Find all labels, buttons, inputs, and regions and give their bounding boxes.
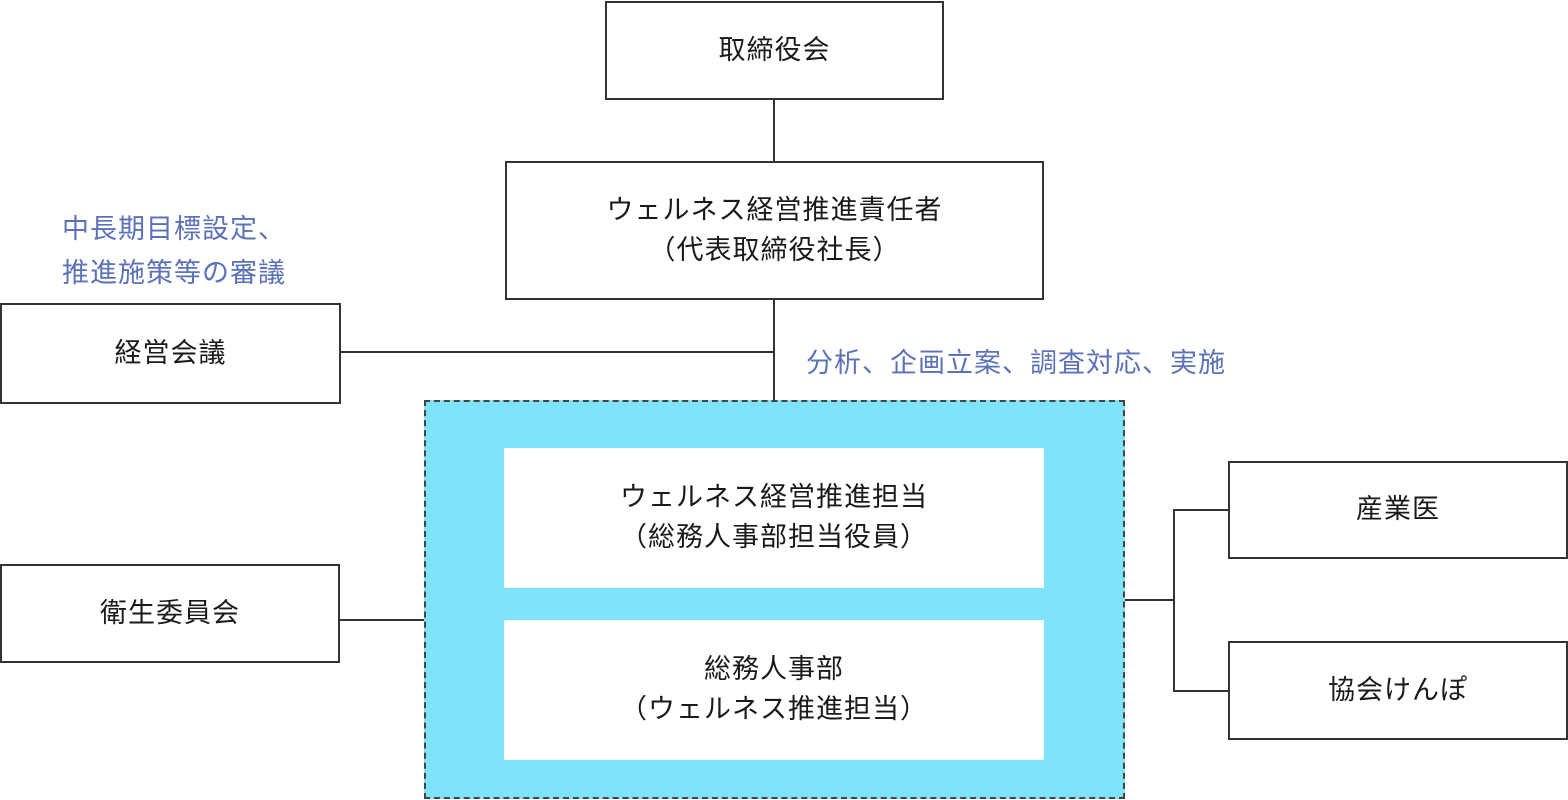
industrial-physician-label: 産業医 <box>1356 494 1440 525</box>
hr-department-box: 総務人事部 （ウェルネス推進担当） <box>504 620 1044 760</box>
connector-group-to-branch <box>1124 599 1174 601</box>
board-of-directors-box: 取締役会 <box>605 1 944 100</box>
management-meeting-note: 中長期目標設定、 推進施策等の審議 <box>44 208 304 296</box>
wellness-officer-title: ウェルネス経営推進担当 <box>620 482 928 513</box>
health-committee-label: 衛生委員会 <box>100 597 240 629</box>
hr-department-role: （ウェルネス推進担当） <box>620 694 928 725</box>
hr-department-title: 総務人事部 <box>704 654 844 685</box>
connector-industrial-physician <box>1173 509 1229 511</box>
connector-board-to-executive <box>773 98 775 161</box>
wellness-executive-box: ウェルネス経営推進責任者 （代表取締役社長） <box>505 161 1044 300</box>
department-note-label: 分析、企画立案、調査対応、実施 <box>806 348 1226 379</box>
management-meeting-label: 経営会議 <box>114 337 227 369</box>
wellness-officer-role: （総務人事部担当役員） <box>620 522 928 553</box>
wellness-executive-title: ウェルネス経営推進責任者 <box>606 194 943 226</box>
health-committee-box: 衛生委員会 <box>0 564 340 663</box>
board-of-directors-label: 取締役会 <box>718 34 831 66</box>
industrial-physician-box: 産業医 <box>1228 461 1568 559</box>
management-meeting-note-line1: 中長期目標設定、 <box>62 214 286 245</box>
connector-kyokai-kenpo <box>1173 690 1229 692</box>
connector-executive-to-group <box>773 298 775 401</box>
wellness-executive-role: （代表取締役社長） <box>648 234 901 266</box>
connector-branch-vertical <box>1173 509 1175 692</box>
connector-health-committee <box>339 619 425 621</box>
management-meeting-note-line2: 推進施策等の審議 <box>62 258 286 289</box>
connector-management-meeting <box>340 351 774 353</box>
management-meeting-box: 経営会議 <box>0 303 341 404</box>
kyokai-kenpo-label: 協会けんぽ <box>1328 674 1468 706</box>
department-note: 分析、企画立案、調査対応、実施 <box>806 342 1226 386</box>
kyokai-kenpo-box: 協会けんぽ <box>1228 641 1568 740</box>
wellness-officer-box: ウェルネス経営推進担当 （総務人事部担当役員） <box>504 448 1044 588</box>
